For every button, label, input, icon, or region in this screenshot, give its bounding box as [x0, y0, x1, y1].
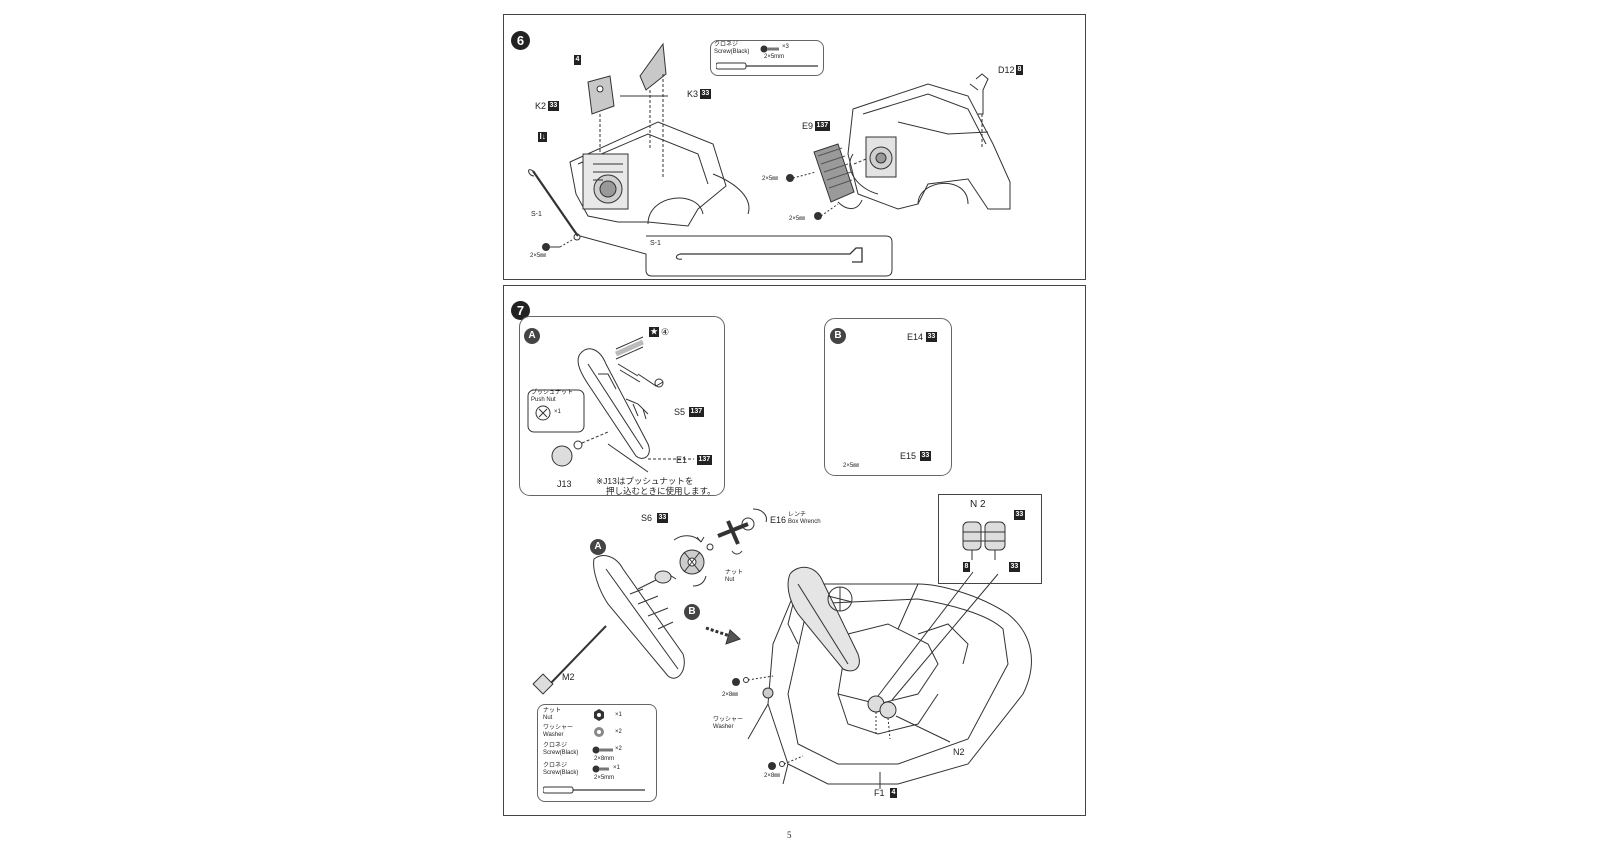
legend-screw5-jp: クロネジ	[543, 763, 568, 769]
s6-label: S6	[641, 513, 653, 523]
main-b-mark: B	[684, 604, 700, 620]
j13-label: J13	[557, 479, 572, 489]
screw-size-left: 2×5㎜	[530, 253, 547, 259]
screw-size: 2×5mm	[764, 54, 785, 60]
d12-paint-number: 8	[1016, 65, 1023, 75]
k2-paint-number: 33	[548, 101, 559, 111]
nut-label-en: Nut	[725, 577, 735, 583]
e9-label: E9	[802, 121, 814, 131]
screw-8-label-b: 2×8㎜	[764, 773, 781, 779]
pushnut-label-en: Push Nut	[531, 397, 556, 403]
n2-label: N2	[953, 747, 965, 757]
legend-washer-en: Washer	[543, 732, 564, 738]
legend-washer-jp: ワッシャー	[543, 725, 574, 731]
d12-label: D12	[998, 65, 1015, 75]
e9-paint-number: 137	[815, 121, 830, 131]
n2-num-left: 8	[963, 562, 970, 572]
screw-8mm-icon	[592, 746, 613, 754]
e16-label-jp: レンチ	[788, 512, 807, 518]
pushnut-qty: ×1	[554, 409, 561, 415]
hex-nut-icon	[594, 709, 604, 721]
legend-nut-qty: ×1	[615, 712, 622, 718]
screw-qty: ×3	[782, 44, 789, 50]
step-6-frame	[503, 14, 1086, 280]
e15-paint-number: 33	[920, 451, 931, 461]
s5-paint-number: 137	[689, 407, 704, 417]
e15-label: E15	[900, 451, 917, 461]
screw-label-en: Screw(Black)	[714, 49, 750, 55]
step-6-number: 6	[511, 31, 530, 50]
subassembly-b-mark: B	[830, 328, 846, 344]
s5-label: S5	[674, 407, 686, 417]
legend-screw5-size: 2×5mm	[594, 775, 615, 781]
legend-screwdriver-icon	[543, 786, 645, 794]
legend-screw5-en: Screw(Black)	[543, 770, 579, 776]
e1-paint-number: 137	[697, 455, 712, 465]
legend-nut-en: Nut	[543, 715, 553, 721]
n2-num-right: 33	[1009, 562, 1020, 572]
f1-paint-number: 4	[890, 788, 897, 798]
main-a-mark: A	[590, 539, 606, 555]
n2-num-top: 33	[1014, 510, 1025, 520]
legend-screw8-en: Screw(Black)	[543, 750, 579, 756]
subassembly-a-mark: A	[524, 328, 540, 344]
legend-nut-jp: ナット	[543, 708, 562, 714]
screw-size-right-b: 2×5㎜	[789, 216, 806, 222]
washer-label-jp: ワッシャー	[713, 717, 744, 723]
pushnut-label-jp: プッシュナット	[531, 390, 574, 396]
k-paint-number: 4	[574, 55, 581, 65]
j13-note-line1: ※J13はプッシュナットを	[596, 476, 694, 486]
legend-washer-qty: ×2	[615, 729, 622, 735]
screw-8-label-a: 2×8㎜	[722, 692, 739, 698]
step-6-screw-legend	[710, 40, 824, 76]
step-6-illustration	[528, 42, 1011, 277]
e14-paint-number: 33	[926, 332, 937, 342]
screw-label-jp: クロネジ	[714, 42, 739, 48]
page-number: 5	[787, 830, 792, 840]
step-7-number: 7	[511, 301, 530, 320]
e16-label-en: Box Wrench	[788, 519, 821, 525]
legend-screw8-jp: クロネジ	[543, 743, 568, 749]
screw-5mm-icon	[592, 765, 609, 773]
instruction-page: 6	[498, 4, 1100, 846]
k3-label: K3	[687, 89, 699, 99]
j13-note-line2: 押し込むときに使用します。	[606, 486, 716, 496]
n2-detail-box	[938, 494, 1042, 584]
washer-icon	[594, 727, 604, 737]
e16-label: E16	[770, 515, 787, 525]
legend-screw8-size: 2×8mm	[594, 756, 615, 762]
step-7-frame	[503, 285, 1086, 816]
star-number: ④	[661, 327, 670, 337]
b-screw-size: 2×5㎜	[843, 463, 860, 469]
screw-icon	[760, 45, 779, 53]
n2-detail-title: N 2	[970, 499, 986, 510]
f1-label: F1	[874, 788, 885, 798]
washer-label-en: Washer	[713, 724, 734, 730]
e1-label: E1	[676, 455, 688, 465]
nut-label-jp: ナット	[725, 570, 744, 576]
s1-label: S-1	[531, 211, 542, 218]
star-paint-mark: ★	[649, 327, 660, 337]
step-7-illustration	[527, 333, 1032, 789]
k2-label: K2	[535, 101, 547, 111]
s1-sprue-icon: I↓	[538, 132, 548, 142]
s6-paint-number: 33	[657, 513, 668, 523]
legend-screw8-qty: ×2	[615, 746, 622, 752]
k3-paint-number: 33	[700, 89, 711, 99]
subassembly-b-box	[824, 318, 952, 476]
legend-screw5-qty: ×1	[613, 765, 620, 771]
screw-size-right-a: 2×5㎜	[762, 176, 779, 182]
m2-label: M2	[562, 672, 575, 682]
e14-label: E14	[907, 332, 924, 342]
s1-detail-label: S-1	[650, 240, 661, 247]
screwdriver-icon	[716, 62, 818, 70]
